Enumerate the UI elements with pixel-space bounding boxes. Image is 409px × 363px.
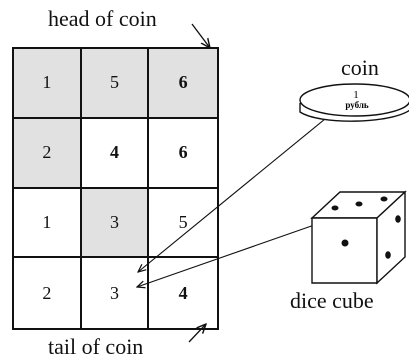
tail-of-coin-label: tail of coin — [48, 334, 144, 359]
coin-icon: 1 рубль — [299, 83, 409, 122]
dice-front-face — [311, 217, 378, 284]
grid-cell-r1-c1: 1 — [14, 49, 82, 119]
dice-side-pip-1 — [395, 215, 401, 223]
coin-label: coin — [341, 55, 379, 80]
grid-cell-r4-c1: 2 — [14, 258, 82, 328]
grid-cell-r1-c2: 5 — [81, 49, 150, 119]
grid-cell-r3-c3: 5 — [149, 188, 217, 259]
dice-top-pip-2 — [355, 201, 363, 207]
dice-side-pip-2 — [385, 251, 391, 259]
outcome-grid: 1 5 6 2 4 6 1 3 5 2 3 4 — [12, 47, 219, 330]
head-of-coin-label: head of coin — [48, 6, 157, 31]
dice-icon — [310, 190, 407, 285]
dice-front-pip — [341, 239, 349, 247]
grid-cell-r2-c2: 4 — [81, 118, 150, 189]
grid-cell-r3-c1: 1 — [14, 188, 82, 259]
dice-cube-label: dice cube — [290, 288, 374, 313]
grid-cell-r2-c3: 6 — [149, 118, 217, 189]
dice-top-pip-1 — [331, 205, 339, 211]
dice-top-pip-3 — [380, 196, 388, 202]
dice-top-face — [310, 191, 407, 219]
coin-currency-text: рубль — [345, 100, 369, 110]
coin-number-text: 1 — [353, 89, 359, 101]
grid-cell-r2-c1: 2 — [14, 118, 82, 189]
grid-cell-r4-c3: 4 — [149, 258, 217, 328]
dice-side-face — [376, 190, 406, 285]
grid-cell-r3-c2: 3 — [81, 188, 150, 259]
grid-cell-r4-c2: 3 — [81, 258, 150, 328]
head-arrow-icon — [191, 23, 210, 48]
grid-cell-r1-c3: 6 — [149, 49, 217, 119]
